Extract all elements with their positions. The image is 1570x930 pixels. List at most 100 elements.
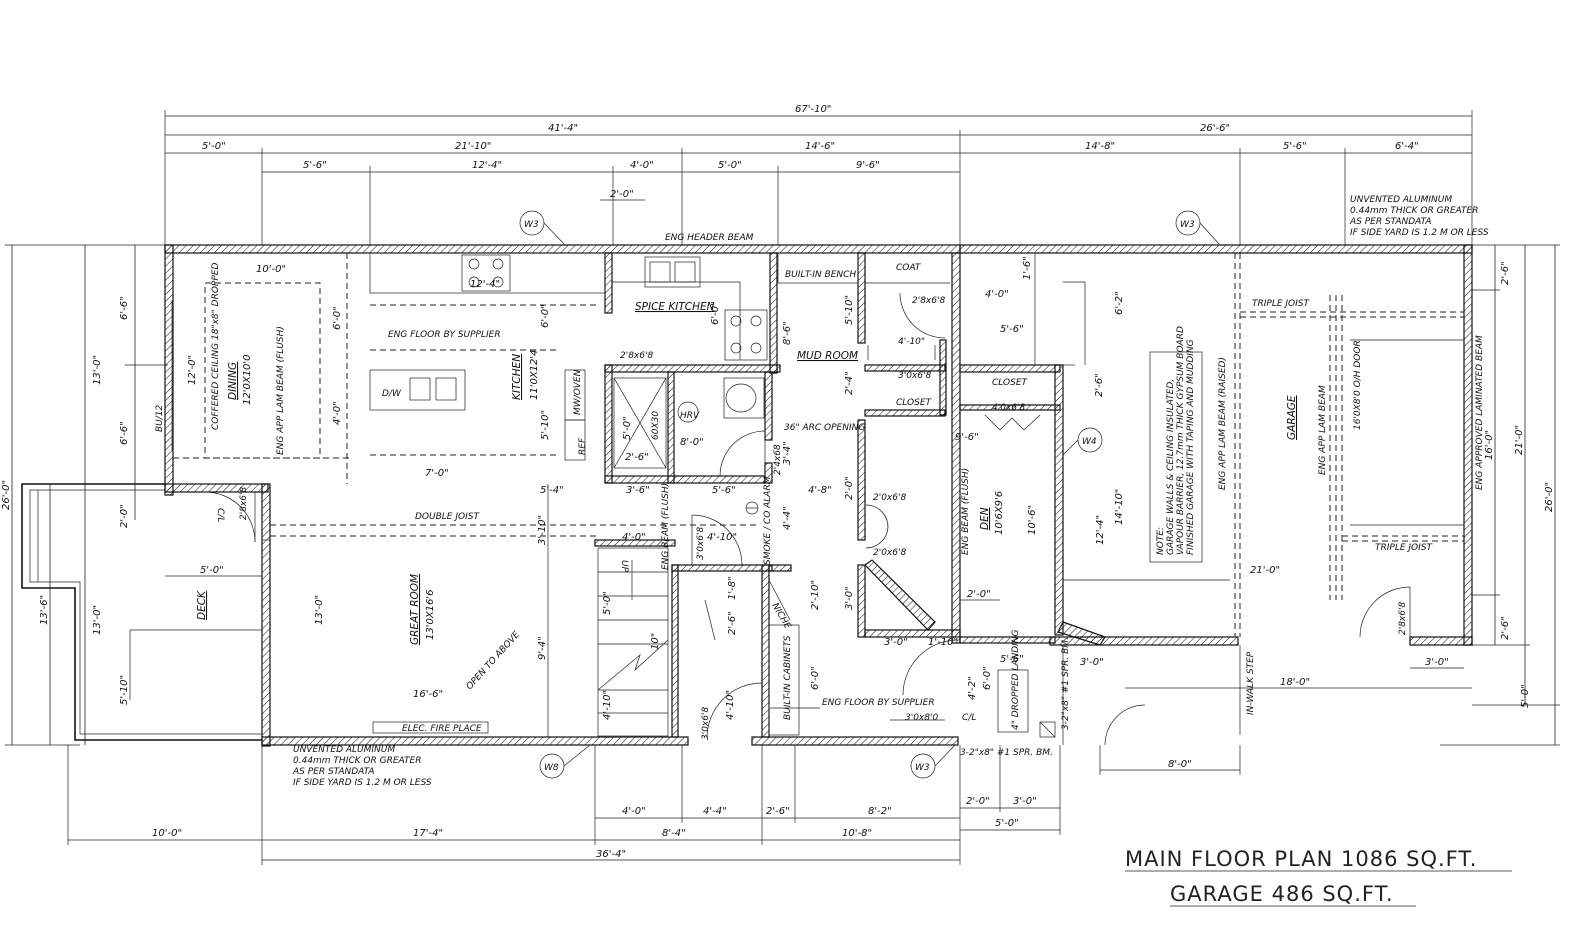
- svg-text:IF SIDE YARD IS 1.2 M OR LESS: IF SIDE YARD IS 1.2 M OR LESS: [1350, 228, 1489, 238]
- svg-text:5'-6": 5'-6": [1000, 324, 1024, 335]
- dim-r3-0: 5'-0": [202, 141, 226, 152]
- svg-text:0.44mm THICK OR GREATER: 0.44mm THICK OR GREATER: [1350, 206, 1478, 216]
- svg-text:0.44mm THICK OR GREATER: 0.44mm THICK OR GREATER: [293, 756, 421, 766]
- svg-text:C/L: C/L: [215, 508, 225, 522]
- dim-r3-2: 14'-6": [805, 141, 835, 152]
- tag-w3-a: W3: [524, 220, 539, 230]
- svg-text:3'-10": 3'-10": [537, 515, 548, 545]
- svg-text:16'-6": 16'-6": [413, 689, 443, 700]
- svg-text:3'-0": 3'-0": [1425, 657, 1449, 668]
- svg-text:18'-0": 18'-0": [1280, 677, 1310, 688]
- svg-text:12'-4": 12'-4": [470, 279, 500, 290]
- svg-text:4'-0": 4'-0": [985, 289, 1009, 300]
- label-garage-lam: ENG APP LAM BEAM: [1318, 385, 1328, 475]
- label-elec-fireplace: ELEC. FIRE PLACE: [402, 724, 482, 734]
- svg-text:12'-0": 12'-0": [187, 355, 198, 385]
- label-dropped-landing: 4" DROPPED LANDING: [1011, 629, 1021, 730]
- room-den-size: 10'6X9'6: [994, 491, 1005, 535]
- dim-left-deck-overall: 13'-6": [39, 595, 50, 625]
- dim-r4-1: 12'-4": [472, 160, 502, 171]
- svg-text:10'-6": 10'-6": [1027, 505, 1038, 535]
- svg-text:2'0x6'8: 2'0x6'8: [873, 493, 906, 503]
- dim-r4-3: 5'-0": [718, 160, 742, 171]
- room-deck: DECK: [196, 590, 208, 620]
- label-spr-bm-1: 3-2"x8" #1 SPR. BM.: [960, 748, 1053, 758]
- svg-text:4'-2": 4'-2": [967, 676, 978, 700]
- dim-b1-1: 4'-4": [703, 806, 727, 817]
- kitchen-area: D/W MW/OVEN REF KITCHEN 11'0X12'4 12'-4"…: [369, 252, 606, 496]
- label-double-joist: DOUBLE JOIST: [415, 512, 480, 522]
- dim-left-overall: 26'-0": [1, 480, 12, 510]
- svg-text:AS PER STANDATA: AS PER STANDATA: [292, 767, 375, 777]
- svg-text:2'8x6'8: 2'8x6'8: [1398, 602, 1408, 635]
- dim-right-top: 2'-6": [1500, 261, 1511, 285]
- svg-text:2'-6": 2'-6": [727, 611, 738, 635]
- plan-title: MAIN FLOOR PLAN 1086 SQ.FT. GARAGE 486 S…: [1125, 847, 1512, 907]
- room-great-size: 13'0X16'6: [425, 589, 436, 640]
- svg-text:4'-4": 4'-4": [782, 506, 793, 530]
- title-garage: GARAGE 486 SQ.FT.: [1170, 882, 1394, 906]
- room-dining-size: 12'0X10'0: [242, 354, 253, 405]
- svg-text:3'0x6'8: 3'0x6'8: [696, 527, 706, 560]
- label-built-in-bench: BUILT-IN BENCH: [785, 270, 856, 280]
- svg-text:2'-0": 2'-0": [844, 476, 855, 500]
- exterior-walls: [164, 244, 1473, 747]
- label-mw-oven: MW/OVEN: [573, 369, 583, 415]
- label-ref: REF: [578, 437, 588, 455]
- bottom-dimensions: 4'-0" 4'-4" 2'-6" 8'-2" 8'-4" 10'-8" 10'…: [67, 745, 1241, 865]
- dim-left-deck-upper: 13'-0": [92, 605, 103, 635]
- dim-left-deck-lower: 5'-10": [119, 675, 130, 705]
- label-raised-beam: ENG APP LAM BEAM (RAISED): [1218, 357, 1228, 490]
- svg-text:VAPOUR BARRIER, 12.7mm THICK G: VAPOUR BARRIER, 12.7mm THICK GYPSUM BOAR…: [1176, 326, 1186, 555]
- label-closet-1: CLOSET: [896, 398, 933, 408]
- dim-small-2: 5'-0": [995, 818, 1019, 829]
- svg-text:AS PER STANDATA: AS PER STANDATA: [1349, 217, 1432, 227]
- dining-area: COFFERED CEILING 18"x8" DROPPED DINING 1…: [155, 253, 350, 543]
- svg-text:6'-2": 6'-2": [1114, 291, 1125, 315]
- dim-r3-1: 21'-10": [455, 141, 491, 152]
- svg-text:2'4x68: 2'4x68: [773, 444, 783, 475]
- den-area: ENG BEAM (FLUSH) DEN 10'6X9'6 10'-6" 1'-…: [960, 253, 1230, 601]
- label-closet-2: CLOSET: [992, 378, 1029, 388]
- svg-text:6'-0": 6'-0": [810, 666, 821, 690]
- dim-right-overall: 26'-0": [1544, 482, 1555, 512]
- svg-text:6'-0": 6'-0": [332, 306, 343, 330]
- dim-r4-4: 9'-6": [856, 160, 880, 171]
- svg-text:6'-0": 6'-0": [710, 301, 721, 325]
- tag-w4: W4: [1082, 437, 1097, 447]
- svg-text:C/L: C/L: [962, 713, 976, 723]
- label-triple-joist-top: TRIPLE JOIST: [1252, 299, 1310, 309]
- dim-right-mid: 21'-0": [1514, 425, 1525, 455]
- svg-text:2'-6": 2'-6": [625, 452, 649, 463]
- label-lam-flush: ENG APP LAM BEAM (FLUSH): [276, 326, 286, 455]
- dim-right-lower: 2'-6": [1500, 616, 1511, 640]
- entry-area: 3'-0" 1'-10" 5'-6" 3'-0" 3'0x8'0 C/L 4'-…: [884, 629, 1146, 758]
- svg-text:2'-4": 2'-4": [844, 371, 855, 395]
- dim-house-top: 41'-4": [548, 123, 578, 134]
- garage-area: TRIPLE JOIST TRIPLE JOIST NOTE: GARAGE W…: [1125, 253, 1485, 735]
- svg-text:12'-4": 12'-4": [1095, 515, 1106, 545]
- svg-text:5'-6": 5'-6": [1000, 654, 1024, 665]
- svg-text:4'-10": 4'-10": [725, 690, 736, 720]
- tag-w3-c: W3: [915, 763, 930, 773]
- dim-garage-top: 26'-6": [1200, 123, 1230, 134]
- svg-text:5'-0": 5'-0": [622, 416, 633, 440]
- dim-left-b: 6'-6": [119, 421, 130, 445]
- label-eng-beam-den: ENG BEAM (FLUSH): [961, 468, 971, 555]
- svg-text:14'-10": 14'-10": [1114, 489, 1125, 525]
- cooktop: [461, 254, 511, 292]
- note-unvented-bottom: UNVENTED ALUMINUM 0.44mm THICK OR GREATE…: [292, 745, 432, 788]
- label-in-walk: IN-WALK STEP: [1246, 651, 1256, 715]
- svg-text:5'-10": 5'-10": [844, 295, 855, 325]
- dim-b1-3: 8'-2": [868, 806, 892, 817]
- svg-text:5'-10": 5'-10": [540, 410, 551, 440]
- dim-b3-0: 10'-0": [152, 828, 182, 839]
- svg-text:6'-0": 6'-0": [982, 666, 993, 690]
- label-oh-door: 16'0X8'0 O/H DOOR: [1353, 340, 1363, 430]
- dim-r3-3: 14'-8": [1085, 141, 1115, 152]
- svg-text:4'-10": 4'-10": [602, 690, 613, 720]
- dim-r3-5: 6'-4": [1395, 141, 1419, 152]
- svg-text:2'-10": 2'-10": [810, 580, 821, 610]
- svg-text:3'-0": 3'-0": [1080, 657, 1104, 668]
- svg-text:3'0x6'8: 3'0x6'8: [898, 371, 931, 381]
